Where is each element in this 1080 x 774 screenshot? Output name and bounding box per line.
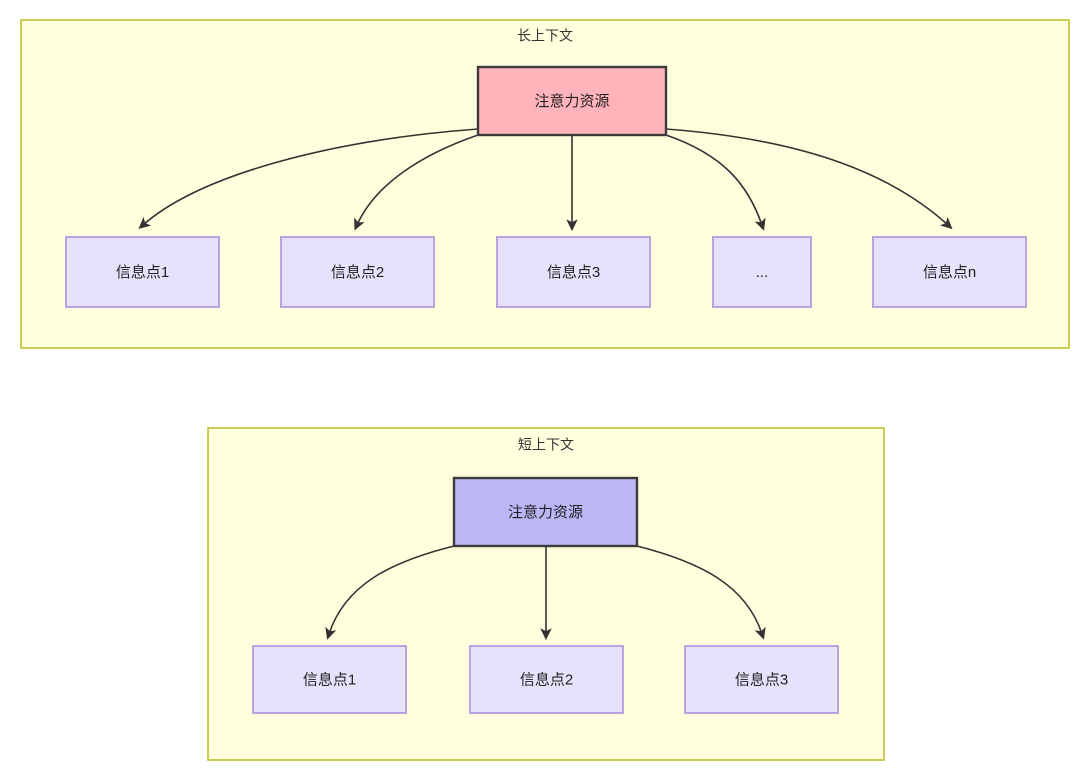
node-attention-resource-long[interactable]: 注意力资源 xyxy=(476,65,668,137)
node-info-point-label: 信息点2 xyxy=(331,264,384,281)
node-info-point-box[interactable] xyxy=(65,236,220,308)
node-info-point-label: 信息点3 xyxy=(547,264,600,281)
node-attention-resource-long-box[interactable] xyxy=(476,65,668,137)
edge-root-to-leaf-5 xyxy=(665,128,953,230)
node-info-point-box[interactable] xyxy=(684,645,839,714)
node-info-point-label: 信息点1 xyxy=(303,671,356,688)
edge-root-to-leaf-1 xyxy=(138,128,479,230)
group-long-context-title: 长上下文 xyxy=(517,28,573,44)
node-info-point-box[interactable] xyxy=(252,645,407,714)
node-info-point[interactable]: 信息点3 xyxy=(684,645,839,714)
node-attention-resource-short[interactable]: 注意力资源 xyxy=(452,476,639,548)
node-info-point-box[interactable] xyxy=(280,236,435,308)
node-info-point-ellipsis[interactable]: ... xyxy=(712,236,812,308)
node-info-point-box[interactable] xyxy=(496,236,651,308)
edge-root-to-leaf-4 xyxy=(665,134,766,231)
node-attention-resource-short-label: 注意力资源 xyxy=(508,503,583,521)
node-info-point[interactable]: 信息点1 xyxy=(252,645,407,714)
group-short-context-title: 短上下文 xyxy=(518,437,574,453)
node-info-point[interactable]: 信息点n xyxy=(872,236,1027,308)
node-info-point-label: 信息点n xyxy=(923,264,976,281)
node-info-point[interactable]: 信息点3 xyxy=(496,236,651,308)
node-info-point-box[interactable] xyxy=(469,645,624,714)
node-info-point-label: 信息点3 xyxy=(735,671,788,688)
node-info-point[interactable]: 信息点2 xyxy=(280,236,435,308)
node-info-point-box[interactable] xyxy=(872,236,1027,308)
node-info-point-label: 信息点1 xyxy=(116,264,169,281)
group-long-context: 长上下文 注意力资源 信息点1 信息点2 信息点 xyxy=(20,19,1070,349)
group-short-context: 短上下文 注意力资源 信息点1 信息点2 信息点3 xyxy=(207,427,885,761)
node-info-point[interactable]: 信息点2 xyxy=(469,645,624,714)
edge-root-to-leaf-2 xyxy=(354,134,479,231)
node-info-point-ellipsis-label: ... xyxy=(756,264,769,281)
edge-root-to-leaf-1 xyxy=(325,545,455,640)
node-info-point[interactable]: 信息点1 xyxy=(65,236,220,308)
node-attention-resource-long-label: 注意力资源 xyxy=(534,92,609,110)
node-info-point-label: 信息点2 xyxy=(520,671,573,688)
node-info-point-ellipsis-box[interactable] xyxy=(712,236,812,308)
node-attention-resource-short-box[interactable] xyxy=(452,476,639,548)
edge-root-to-leaf-3 xyxy=(636,545,766,640)
